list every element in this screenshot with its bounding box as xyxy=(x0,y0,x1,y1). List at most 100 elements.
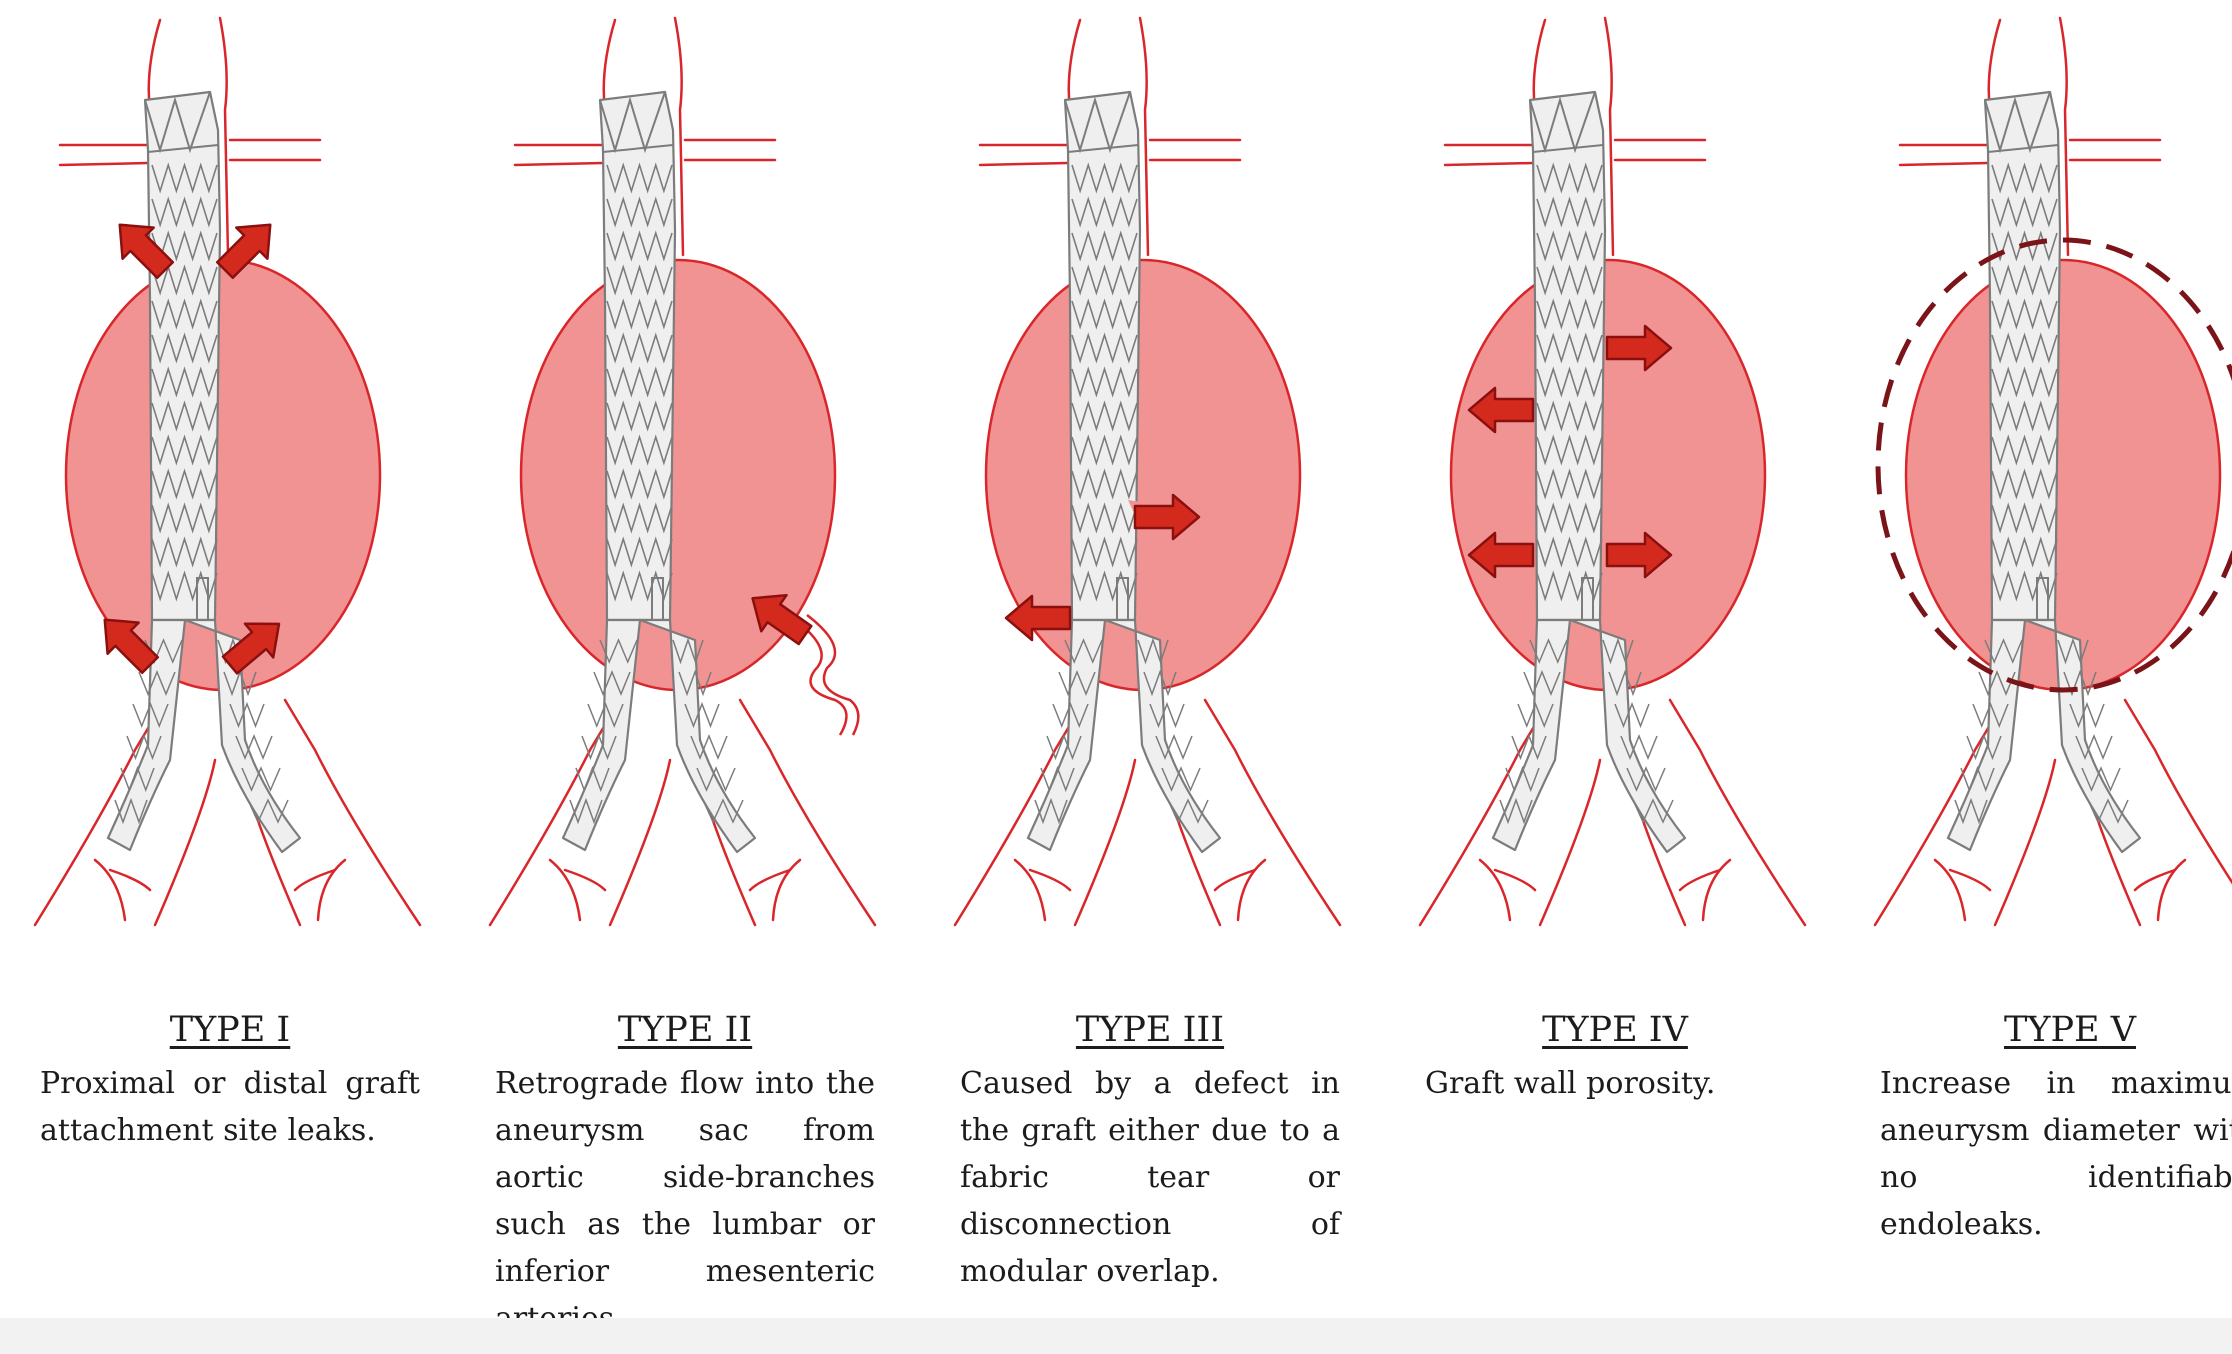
panel-title: TYPE III xyxy=(1075,1010,1225,1050)
panel-description: Graft wall porosity. xyxy=(1425,1066,1716,1101)
stent-ring xyxy=(1991,196,2058,228)
stent-ring xyxy=(151,570,218,602)
stent-ring-left xyxy=(1960,765,1995,793)
stent-ring-left xyxy=(581,733,617,761)
stent-ring-right xyxy=(247,798,289,824)
stent-ring-left xyxy=(1972,701,2009,729)
vessel-line xyxy=(2123,698,2232,885)
stent-ring xyxy=(1991,502,2058,534)
stent-ring xyxy=(1071,230,1138,262)
leak-arrow xyxy=(221,622,281,675)
stent-ring-left xyxy=(1064,638,1103,664)
stent-ring xyxy=(1991,468,2058,500)
vessel-line xyxy=(1443,161,1535,167)
stent-right-limb xyxy=(638,618,757,854)
stent-ring xyxy=(1071,162,1138,194)
aneurysm-sac xyxy=(1449,258,1767,692)
expanded-sac-outline xyxy=(1875,237,2232,693)
vessel-line xyxy=(1538,758,1602,927)
vessel-line xyxy=(2156,858,2187,922)
stent-ring-left xyxy=(1978,670,2016,696)
stent-graft xyxy=(1026,90,1222,854)
leak-arrow-shape xyxy=(103,618,160,675)
bottom-edge xyxy=(0,1318,2232,1354)
panel-title: TYPE V xyxy=(2004,1010,2136,1050)
panel-title: TYPE I xyxy=(169,1010,291,1050)
stent-ring-right xyxy=(1602,637,1634,665)
stent-ring-left xyxy=(1523,670,1561,696)
leak-arrow-shape xyxy=(215,223,272,280)
vessel-line xyxy=(563,868,607,892)
stent-top-cap xyxy=(1064,91,1131,154)
vessel-line xyxy=(1933,858,1967,922)
stent-ring-right xyxy=(1608,669,1642,697)
stent-ring-left xyxy=(575,765,610,793)
stent-ring xyxy=(151,366,218,398)
vessel-line xyxy=(1028,868,1072,892)
porosity-arrow xyxy=(1605,324,1673,372)
stent-collar xyxy=(147,144,219,153)
vessel-line xyxy=(2133,868,2177,892)
porosity-arrow xyxy=(1467,531,1535,579)
stent-ring-left xyxy=(1499,797,1533,825)
stent-ring-right xyxy=(1155,734,1193,760)
stent-ring-right xyxy=(1161,766,1201,792)
stent-ring xyxy=(1071,196,1138,228)
retrograde-flow-arrow xyxy=(751,593,813,646)
vessel-line xyxy=(488,698,622,927)
porosity-arrow xyxy=(1467,386,1535,434)
stent-top-cap xyxy=(1984,91,2051,154)
stent-ring-right xyxy=(1149,701,1185,729)
leak-arrow xyxy=(1133,493,1201,541)
stent-ring xyxy=(151,264,218,296)
stent-ring xyxy=(1071,298,1138,330)
stent-ring xyxy=(1071,570,1138,602)
stent-ring-right xyxy=(1167,798,1209,824)
vessel-line xyxy=(1898,161,1990,167)
stent-left-limb xyxy=(1491,618,1572,852)
stent-ring xyxy=(151,230,218,262)
vessel-line xyxy=(58,161,150,167)
stent-ring xyxy=(1536,162,1603,194)
vessel-outline xyxy=(1873,16,2232,927)
stent-ring xyxy=(1991,162,2058,194)
vessel-line xyxy=(548,858,582,922)
stent-collar xyxy=(1067,144,1139,153)
stent-ring-left xyxy=(126,733,162,761)
stent-ring-left xyxy=(1954,797,1988,825)
stent-ring xyxy=(1071,434,1138,466)
vessel-line xyxy=(1213,868,1257,892)
stent-ring xyxy=(151,468,218,500)
stent-ring-left xyxy=(1505,765,1540,793)
stent-left-limb xyxy=(1946,618,2027,852)
stent-ring-right xyxy=(678,669,712,697)
vessel-line xyxy=(1948,868,1992,892)
vessel-line xyxy=(153,758,217,927)
vessel-line xyxy=(1701,858,1732,922)
stent-ring-left xyxy=(599,638,638,664)
stent-ring xyxy=(606,230,673,262)
stent-ring xyxy=(1071,264,1138,296)
stent-right-limb xyxy=(1568,618,1687,854)
stent-ring-right xyxy=(1137,637,1169,665)
stent-ring xyxy=(606,264,673,296)
stent-ring-right xyxy=(684,701,720,729)
stent-ring xyxy=(1536,502,1603,534)
stent-ring xyxy=(151,536,218,568)
stent-ring-right xyxy=(2063,669,2097,697)
stent-ring xyxy=(151,298,218,330)
stent-ring-left xyxy=(138,670,176,696)
leak-arrow xyxy=(118,223,175,280)
stent-ring-left xyxy=(1046,733,1082,761)
stent-ring-right xyxy=(672,637,704,665)
vessel-line xyxy=(33,698,167,927)
stent-ring xyxy=(1071,332,1138,364)
vessel-line xyxy=(108,868,152,892)
stent-ring-left xyxy=(1517,701,1554,729)
stent-ring xyxy=(1991,264,2058,296)
vessel-line xyxy=(513,161,605,167)
stent-ring xyxy=(606,468,673,500)
stent-top-cap xyxy=(144,91,211,154)
